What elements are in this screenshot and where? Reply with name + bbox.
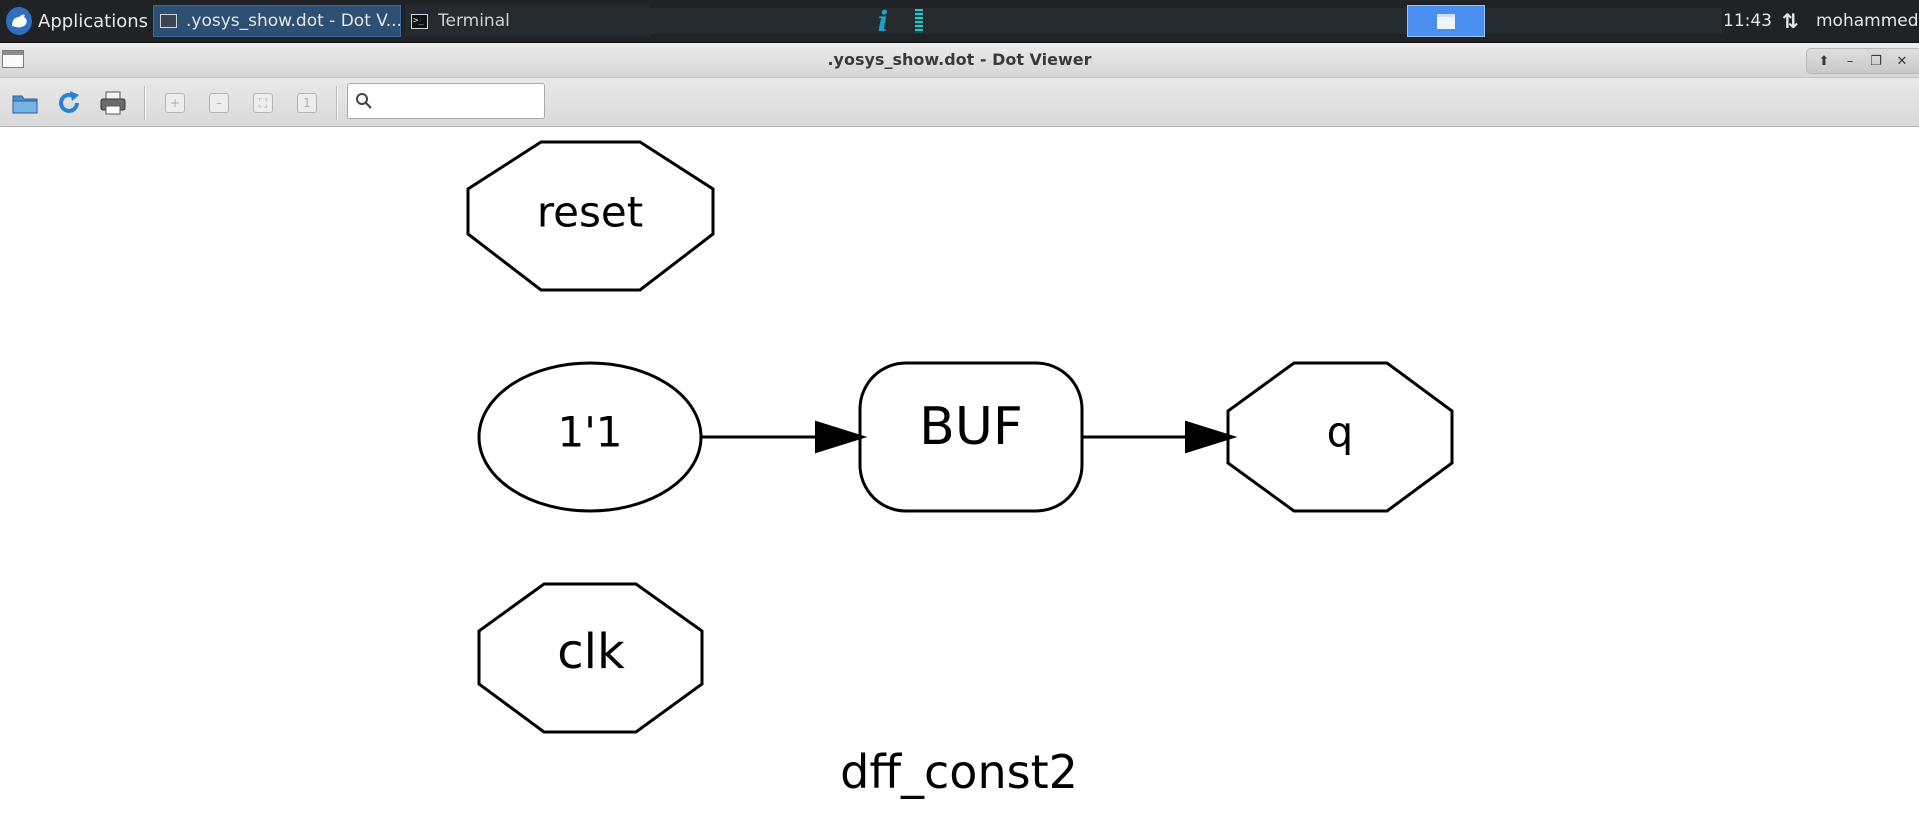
print-icon[interactable]: [98, 88, 128, 118]
applications-menu-button[interactable]: Applications: [2, 0, 148, 42]
window-menu-icon[interactable]: [2, 50, 24, 68]
node-label: BUF: [919, 397, 1023, 457]
taskbar-item-terminal[interactable]: >_ Terminal: [405, 5, 650, 37]
graph-node-const[interactable]: 1'1: [477, 361, 703, 513]
close-icon[interactable]: ✕: [1896, 53, 1908, 69]
zoom-fit-icon[interactable]: ⛶: [248, 88, 278, 118]
restore-icon[interactable]: ❐: [1870, 53, 1882, 69]
reload-icon[interactable]: [54, 88, 84, 118]
zoom-out-icon[interactable]: –: [204, 88, 234, 118]
window-titlebar[interactable]: .yosys_show.dot - Dot Viewer ⬆ – ❐ ✕: [0, 43, 1919, 78]
search-input[interactable]: [380, 86, 542, 116]
toolbar-separator: [144, 86, 146, 120]
node-label: clk: [557, 624, 625, 680]
terminal-icon: >_: [411, 13, 428, 29]
taskbar-item-label: Terminal: [438, 11, 510, 31]
cpu-meter-icon[interactable]: [915, 0, 925, 42]
window-icon: [160, 14, 177, 28]
user-menu[interactable]: mohammed: [1816, 0, 1919, 42]
workspace-switcher[interactable]: [1407, 5, 1485, 37]
top-panel: Applications .yosys_show.dot - Dot V... …: [0, 0, 1919, 43]
user-name: mohammed: [1816, 11, 1919, 31]
graph-node-clk[interactable]: clk: [477, 582, 704, 734]
node-label: q: [1327, 408, 1354, 457]
graph-svg: reset 1'1 BUF q clk: [466, 140, 1454, 799]
graph-canvas[interactable]: reset 1'1 BUF q clk: [0, 127, 1919, 816]
toolbar: + – ⛶ 1: [0, 78, 1919, 127]
window-title: .yosys_show.dot - Dot Viewer: [827, 50, 1092, 69]
network-glyph: ⇅: [1782, 9, 1799, 33]
shade-up-icon[interactable]: ⬆: [1818, 53, 1830, 69]
graph-node-buf[interactable]: BUF: [858, 361, 1084, 513]
taskbar-item-dot-viewer[interactable]: .yosys_show.dot - Dot V...: [153, 5, 401, 37]
xfce-logo-icon: [6, 7, 33, 35]
zoom-in-icon[interactable]: +: [160, 88, 190, 118]
clock-time: 11:43: [1723, 11, 1772, 31]
window-controls: ⬆ – ❐ ✕: [1806, 48, 1919, 74]
graph-node-reset[interactable]: reset: [466, 140, 715, 292]
graph-node-q[interactable]: q: [1226, 361, 1454, 513]
info-icon[interactable]: i: [873, 0, 893, 42]
toolbar-separator: [336, 86, 338, 120]
info-glyph: i: [877, 4, 889, 38]
node-label: reset: [537, 188, 643, 237]
open-icon[interactable]: [10, 88, 40, 118]
graph-edge-buf-to-q: [1082, 420, 1238, 454]
zoom-100-icon[interactable]: 1: [292, 88, 322, 118]
workspace-window-icon: [1437, 13, 1455, 29]
taskbar-item-label: .yosys_show.dot - Dot V...: [186, 11, 401, 31]
task-strip-background: [650, 8, 1722, 34]
applications-label: Applications: [38, 10, 148, 32]
graph-title: dff_const2: [840, 745, 1078, 799]
node-label: 1'1: [558, 408, 623, 457]
clock[interactable]: 11:43: [1723, 0, 1777, 42]
network-icon[interactable]: ⇅: [1782, 0, 1810, 42]
search-field[interactable]: [347, 83, 545, 119]
graph-edge-const-to-buf: [701, 420, 868, 454]
minimize-icon[interactable]: –: [1846, 53, 1854, 69]
search-icon: [356, 93, 372, 109]
